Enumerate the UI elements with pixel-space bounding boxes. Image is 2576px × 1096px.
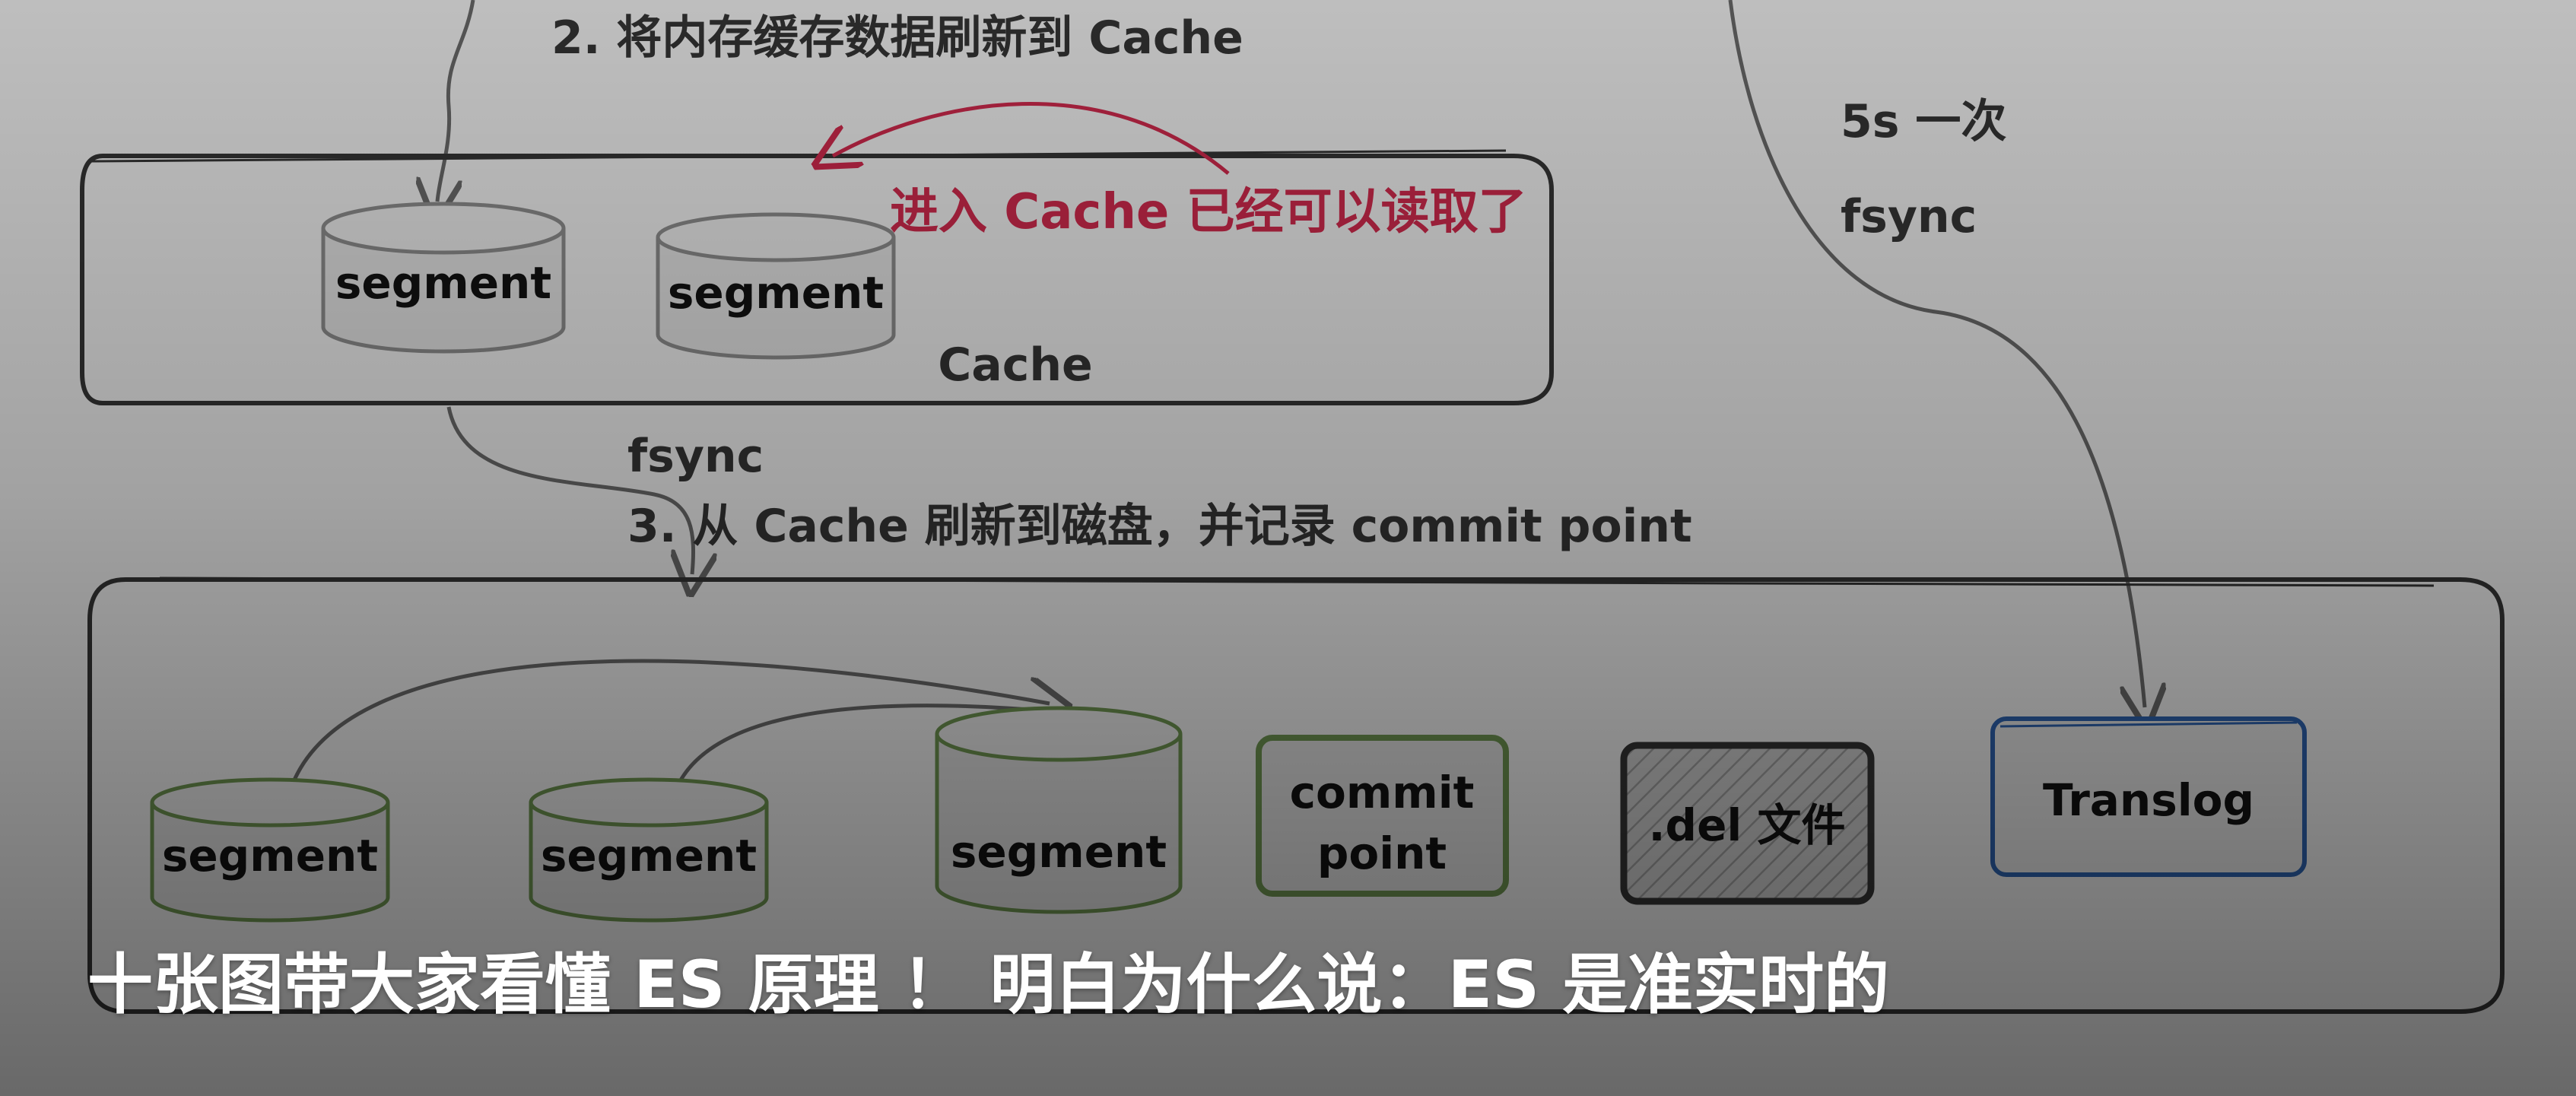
disk-segment-3-label: segment [951, 826, 1167, 878]
cache-label: Cache [938, 338, 1093, 392]
commit-point-line2: point [1317, 828, 1447, 879]
cache-segment-1-label: segment [335, 257, 551, 309]
commit-point-line1: commit [1290, 767, 1475, 818]
commit-point-box: commit point [1256, 735, 1509, 897]
disk-segment-1: segment [150, 777, 390, 923]
disk-segment-2: segment [529, 777, 769, 923]
del-file-box: .del 文件 [1620, 742, 1875, 905]
step3-label: 3. 从 Cache 刷新到磁盘，并记录 commit point [627, 500, 1692, 553]
translog-box: Translog [1990, 716, 2307, 877]
cache-segment-1: segment [321, 202, 566, 354]
cache-segment-2-label: segment [668, 267, 884, 319]
translog-label: Translog [2043, 774, 2254, 826]
translog-fsync-label: fsync [1841, 190, 1977, 243]
readable-arrow [833, 101, 1230, 175]
cache-segment-2: segment [656, 212, 896, 360]
fsync-label: fsync [627, 430, 764, 483]
step2-label: 2. 将内存缓存数据刷新到 Cache [551, 11, 1244, 65]
readable-note: 进入 Cache 已经可以读取了 [890, 184, 1527, 240]
arrow-into-cache [437, 0, 475, 202]
disk-segment-3: segment [935, 706, 1183, 914]
video-caption: 十张图带大家看懂 ES 原理 ！ 明白为什么说：ES 是准实时的 [87, 947, 1890, 1023]
disk-segment-2-label: segment [541, 830, 757, 882]
disk-segment-1-label: segment [162, 830, 378, 882]
interval-label: 5s 一次 [1841, 95, 2006, 148]
del-file-label: .del 文件 [1649, 799, 1846, 851]
